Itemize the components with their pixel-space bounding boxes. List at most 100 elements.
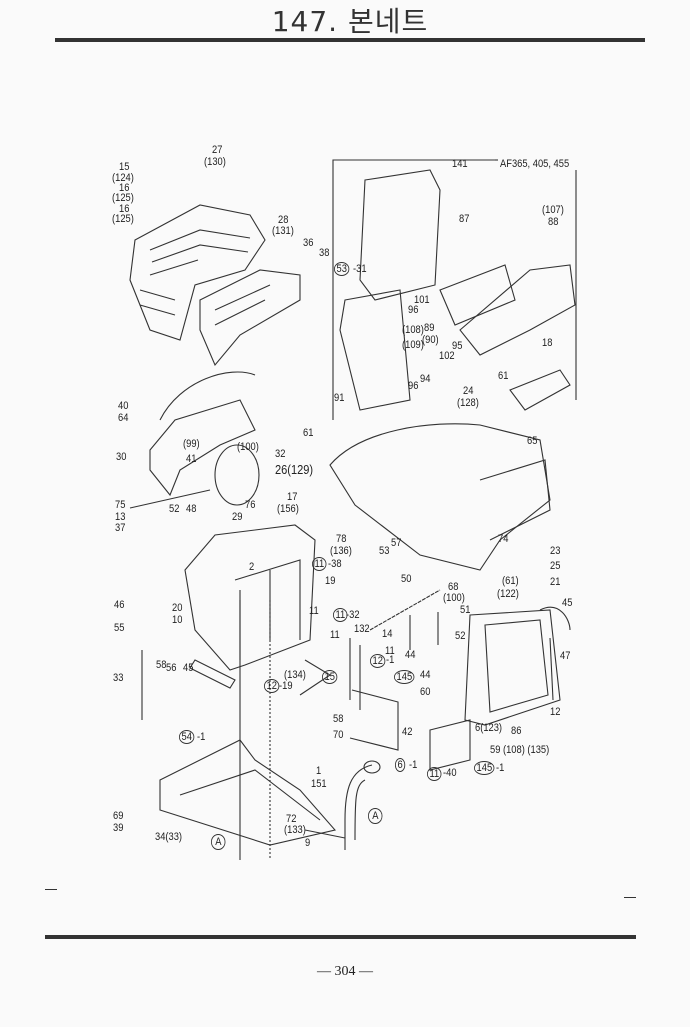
upper-panel (359, 169, 441, 301)
part-label: 26(129) (275, 462, 314, 477)
part-label: 24 (463, 385, 474, 397)
part-label: 44 (420, 669, 431, 681)
part-label: 59 (108) (135) (490, 744, 550, 756)
side-cover-88 (459, 264, 576, 356)
part-label: (124) (112, 172, 134, 184)
part-label: 27 (212, 144, 223, 156)
part-label: 141 (452, 158, 468, 170)
part-label: 58 (156, 659, 167, 671)
part-label: 68 (448, 581, 459, 593)
part-label: (99) (183, 438, 200, 450)
part-label: 151 (311, 778, 327, 790)
part-label: 87 (459, 213, 470, 225)
part-label: 19 (325, 575, 336, 587)
part-label: 88 (548, 216, 559, 228)
part-label: 42 (402, 726, 413, 738)
part-label: 52 (455, 630, 466, 642)
part-label: (90) (422, 334, 439, 346)
part-label: 60 (420, 686, 431, 698)
part-label: 6 (395, 758, 406, 772)
part-label: 13 (115, 511, 126, 523)
part-label: 11 (330, 629, 340, 641)
part-label: 145 (394, 670, 415, 684)
part-label: (108) (402, 324, 424, 336)
part-label: 30 (116, 451, 127, 463)
part-label: (125) (112, 192, 134, 204)
part-label: (125) (112, 213, 134, 225)
part-label: -1 (197, 731, 206, 743)
part-label: 12 (264, 679, 280, 693)
margin-mark-left (45, 889, 57, 890)
part-label: 18 (542, 337, 553, 349)
part-label: 25 (550, 560, 561, 572)
part-label: 21 (550, 576, 561, 588)
part-label: 101 (414, 294, 430, 306)
part-label: 53 (379, 545, 390, 557)
part-label: (130) (204, 156, 226, 168)
part-label: (100) (443, 592, 465, 604)
page-title: 147. 본네트 (271, 5, 429, 38)
part-label: (133) (284, 824, 306, 836)
part-label: 53 (334, 262, 350, 276)
bottom-rule (45, 935, 636, 939)
part-label: 14 (382, 628, 393, 640)
part-label: (128) (457, 397, 479, 409)
part-label: 96 (408, 304, 419, 316)
part-label: 11 (309, 605, 319, 617)
side-panel (199, 269, 301, 367)
radiator (464, 609, 561, 726)
part-label: 46 (114, 599, 125, 611)
part-label: 44 (405, 649, 416, 661)
part-label: 91 (334, 392, 345, 404)
part-label: 89 (424, 322, 435, 334)
part-label: 51 (460, 604, 471, 616)
part-label: -1 (409, 759, 418, 771)
part-label: 29 (232, 511, 243, 523)
part-label: 41 (186, 453, 197, 465)
part-label: (156) (277, 503, 299, 515)
part-label: 38 (319, 247, 330, 259)
reference-marker-a: A (368, 808, 383, 824)
part-label: 11 (312, 557, 327, 571)
part-label: 6(123) (475, 722, 503, 734)
part-label: 10 (172, 614, 183, 626)
part-label: 16 (119, 203, 130, 215)
variant-note: AF365, 405, 455 (500, 158, 570, 170)
part-label: 94 (420, 373, 431, 385)
part-label: 55 (114, 622, 125, 634)
top-rule (55, 38, 645, 42)
part-label: 64 (118, 412, 129, 424)
exhaust-pipe (344, 764, 373, 850)
part-label: 33 (113, 672, 124, 684)
part-label: 47 (560, 650, 571, 662)
part-label: (134) (284, 669, 306, 681)
part-label: 102 (439, 350, 455, 362)
part-label: -31 (353, 263, 367, 275)
arc-frame (149, 371, 256, 497)
front-grille (129, 204, 266, 341)
part-label: (109) (402, 339, 424, 351)
part-label: 1 (316, 765, 322, 777)
part-label: 11 (333, 608, 348, 622)
part-label: 12 (550, 706, 561, 718)
part-label: 61 (303, 427, 314, 439)
part-label: -32 (346, 609, 360, 621)
part-label: 17 (287, 491, 298, 503)
part-label: -38 (328, 558, 342, 570)
part-label: 2 (249, 561, 255, 573)
part-label: -40 (443, 767, 457, 779)
part-label: 15 (119, 161, 130, 173)
part-label: 34(33) (155, 831, 183, 843)
part-label: 15 (322, 670, 338, 684)
part-label: 48 (186, 503, 197, 515)
part-label: 95 (452, 340, 463, 352)
part-label: (136) (330, 545, 352, 557)
part-label: 76 (245, 499, 256, 511)
part-label: 61 (498, 370, 509, 382)
part-label: 69 (113, 810, 124, 822)
part-label: 50 (401, 573, 412, 585)
part-label: 11 (427, 767, 442, 781)
part-label: 45 (562, 597, 573, 609)
part-label: 52 (169, 503, 180, 515)
part-label: 32 (275, 448, 286, 460)
